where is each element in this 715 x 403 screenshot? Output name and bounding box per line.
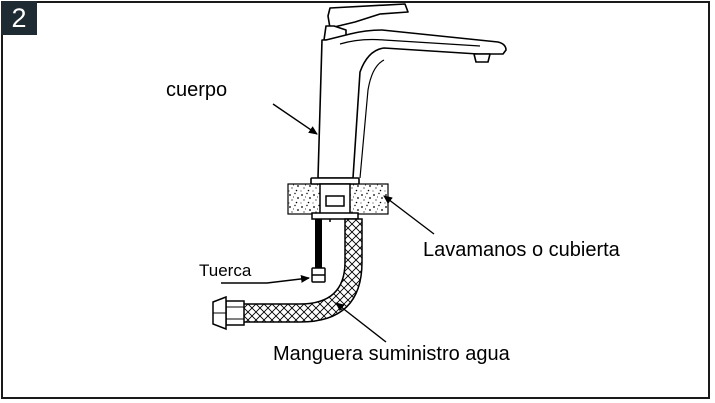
step-number-badge: 2 xyxy=(1,1,37,35)
label-sink: Lavamanos o cubierta xyxy=(423,239,620,261)
water-supply-hose xyxy=(212,218,363,331)
nut xyxy=(311,267,326,283)
label-nut: Tuerca xyxy=(199,261,252,280)
leader-nut xyxy=(221,274,310,284)
mounting-hardware xyxy=(311,183,359,222)
leader-body xyxy=(272,103,318,135)
threaded-rod xyxy=(315,219,322,269)
faucet-body xyxy=(310,3,507,185)
label-hose: Manguera suministro agua xyxy=(273,343,510,365)
label-body: cuerpo xyxy=(166,79,228,101)
leader-lines xyxy=(221,103,435,343)
leader-sink xyxy=(383,195,435,235)
leader-hose xyxy=(335,302,387,343)
